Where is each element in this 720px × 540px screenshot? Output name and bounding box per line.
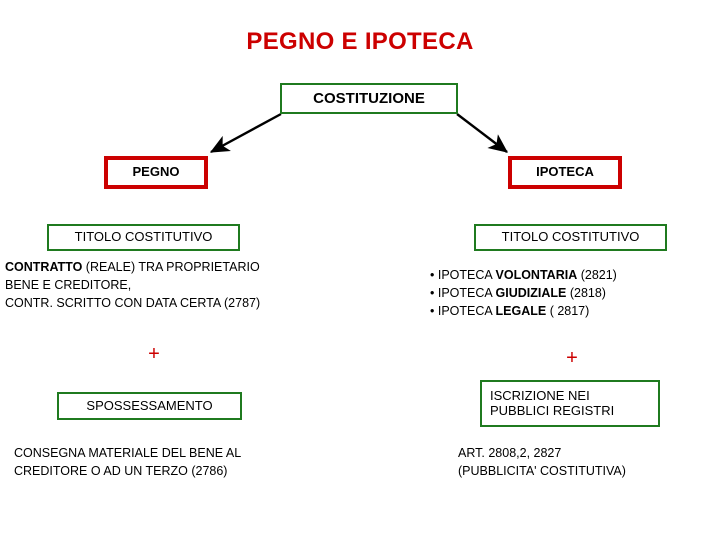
node-spossessamento[interactable]: SPOSSESSAMENTO [57,392,242,420]
node-costituzione[interactable]: COSTITUZIONE [280,83,458,114]
consegna-line-1: CONSEGNA MATERIALE DEL BENE AL [14,446,242,460]
list-item: • IPOTECA GIUDIZIALE (2818) [430,284,700,302]
node-iscrizione-pubblici-registri[interactable]: ISCRIZIONE NEI PUBBLICI REGISTRI [480,380,660,427]
page-title: PEGNO E IPOTECA [246,28,474,55]
bullet-pre: IPOTECA [437,304,496,319]
bullet-marker: • [430,268,438,282]
bullet-marker: • [430,304,438,319]
pegno-titolo-description: CONTRATTO (REALE) TRA PROPRIETARIO BENE … [5,258,355,312]
art-line-1: ART. 2808,2, 2827 [458,446,562,460]
bullet-marker: • [430,286,438,301]
bullet-keyword: VOLONTARIA [495,268,578,282]
iscrizione-line-2: PUBBLICI REGISTRI [490,402,615,418]
consegna-line-2: CREDITORE O AD UN TERZO (2786) [14,464,228,479]
node-pegno[interactable]: PEGNO [104,156,208,189]
node-titolo-costitutivo-pegno[interactable]: TITOLO COSTITUTIVO [47,224,240,251]
spossessamento-description: CONSEGNA MATERIALE DEL BENE AL CREDITORE… [14,444,354,480]
bullet-keyword: GIUDIZIALE [495,286,567,301]
plus-connector-ipoteca: + [566,347,578,369]
bullet-post: (2821) [577,268,617,282]
iscrizione-description: ART. 2808,2, 2827 (PUBBLICITA' COSTITUTI… [458,444,718,480]
arrow-costituzione-to-ipoteca [456,113,508,153]
list-item: • IPOTECA VOLONTARIA (2821) [430,266,700,284]
bullet-keyword: LEGALE [495,304,547,319]
contratto-line-2: BENE E CREDITORE, [5,278,132,293]
bullet-post: (2818) [566,286,606,301]
art-line-2: (PUBBLICITA' COSTITUTIVA) [458,464,626,479]
contratto-line-1: CONTRATTO (REALE) TRA PROPRIETARIO [5,258,355,276]
bullet-pre: IPOTECA [437,286,496,301]
arrow-costituzione-to-pegno [209,112,282,154]
contratto-line-3: CONTR. SCRITTO CON DATA CERTA (2787) [5,296,261,311]
node-titolo-costitutivo-ipoteca[interactable]: TITOLO COSTITUTIVO [474,224,667,251]
contratto-line-1-rest: (REALE) TRA PROPRIETARIO [82,260,260,274]
node-ipoteca[interactable]: IPOTECA [508,156,622,189]
iscrizione-line-1: ISCRIZIONE NEI [490,387,590,403]
bullet-pre: IPOTECA [437,268,496,282]
plus-connector-pegno: + [148,343,160,365]
bullet-post: ( 2817) [546,304,590,319]
contratto-keyword: CONTRATTO [5,260,83,274]
list-item: • IPOTECA LEGALE ( 2817) [430,302,700,320]
ipoteca-bullet-list: • IPOTECA VOLONTARIA (2821) • IPOTECA GI… [430,266,700,320]
